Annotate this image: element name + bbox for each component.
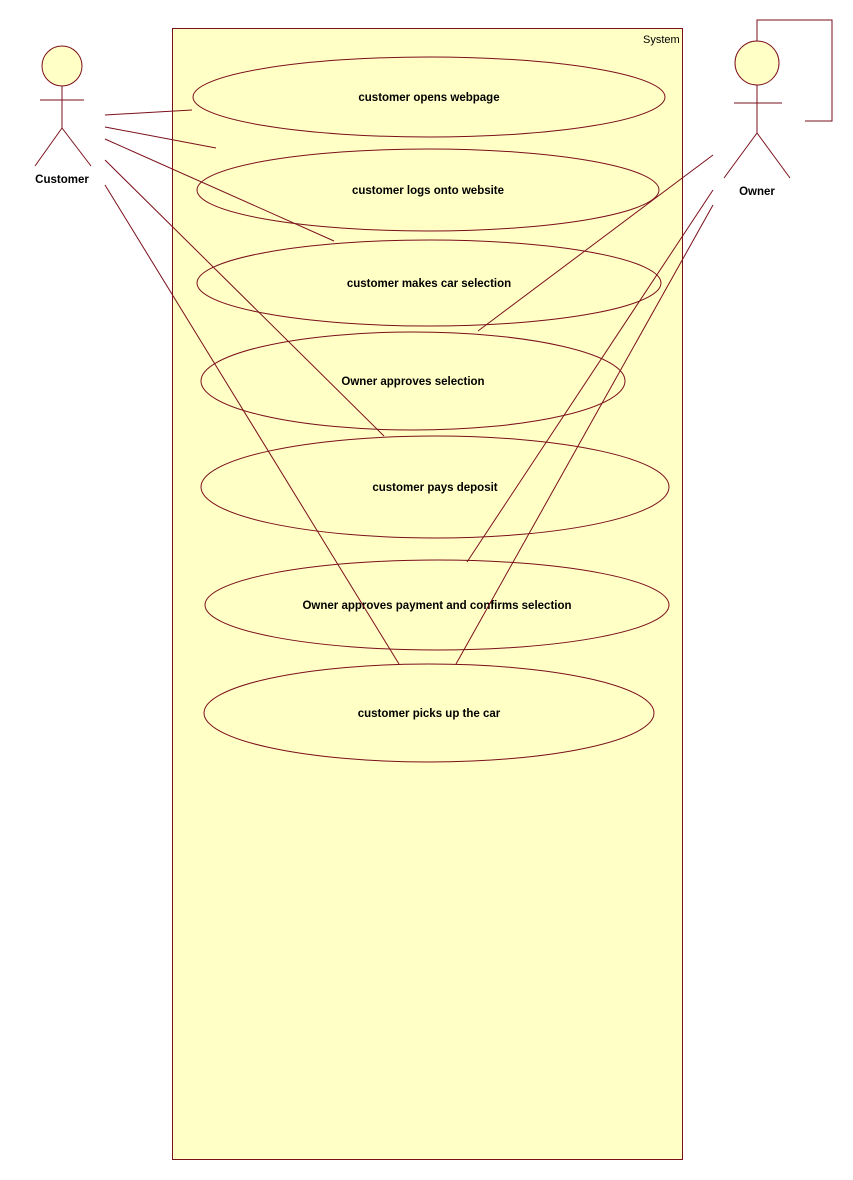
use-case-customer-picks-up-car[interactable]: customer picks up the car	[203, 663, 655, 763]
association-customer-uc1[interactable]	[104, 109, 193, 116]
use-case-label: customer makes car selection	[347, 278, 511, 290]
use-case-customer-pays-deposit[interactable]: customer pays deposit	[200, 435, 670, 539]
association-owner-self[interactable]	[756, 19, 833, 122]
actor-label-owner: Owner	[739, 186, 775, 198]
use-case-label: Owner approves selection	[341, 376, 484, 388]
use-case-owner-approves-payment[interactable]: Owner approves payment and confirms sele…	[204, 559, 670, 651]
customer-head-icon	[41, 45, 83, 87]
association-owner-uc4[interactable]	[477, 154, 714, 332]
use-case-label: customer pays deposit	[372, 482, 497, 494]
actor-customer[interactable]	[34, 45, 92, 167]
association-customer-uc7[interactable]	[104, 184, 400, 665]
actor-owner[interactable]	[723, 40, 791, 179]
use-case-label: customer picks up the car	[358, 708, 501, 720]
owner-head-icon	[734, 40, 780, 86]
actor-label-customer: Customer	[35, 174, 89, 186]
use-case-customer-makes-car-selection[interactable]: customer makes car selection	[196, 239, 662, 327]
association-customer-uc2[interactable]	[104, 126, 217, 149]
association-owner-uc6[interactable]	[466, 189, 714, 563]
use-case-label: customer opens webpage	[358, 92, 499, 104]
use-case-label: customer logs onto website	[352, 185, 504, 197]
use-case-label: Owner approves payment and confirms sele…	[302, 600, 571, 612]
use-case-customer-opens-webpage[interactable]: customer opens webpage	[192, 56, 666, 138]
association-customer-uc3[interactable]	[104, 138, 335, 242]
association-owner-uc7[interactable]	[455, 204, 714, 665]
customer-associations	[104, 109, 400, 665]
system-label: System	[643, 34, 680, 46]
use-case-customer-logs-onto-website[interactable]: customer logs onto website	[196, 148, 660, 232]
use-case-owner-approves-selection[interactable]: Owner approves selection	[200, 331, 626, 431]
association-customer-uc5[interactable]	[104, 159, 385, 437]
owner-associations	[455, 19, 833, 665]
